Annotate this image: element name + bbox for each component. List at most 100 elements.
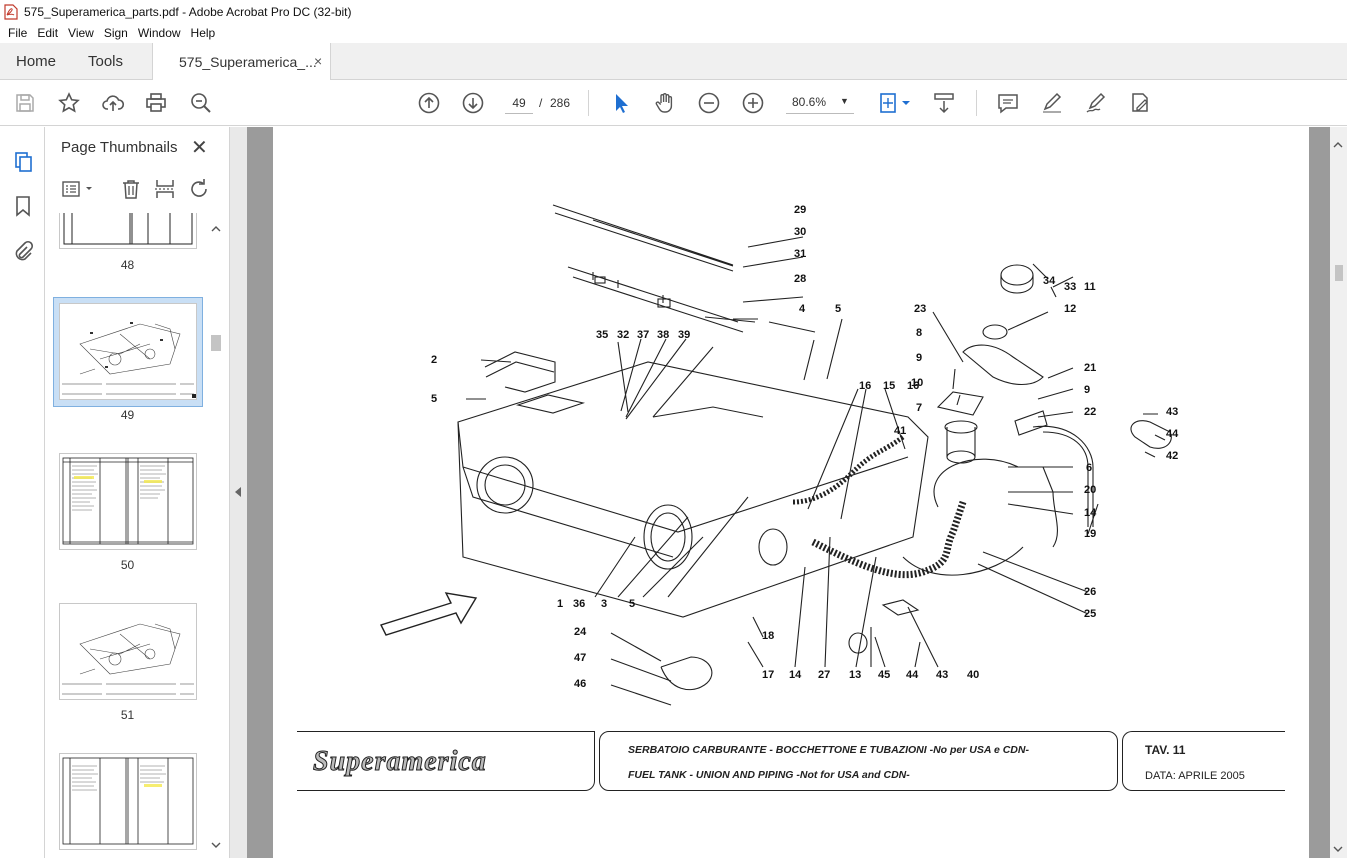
callout-label: 5 <box>835 303 842 315</box>
edit-export-icon[interactable] <box>1128 91 1152 115</box>
menu-sign[interactable]: Sign <box>103 26 128 40</box>
extract-page-icon[interactable] <box>153 177 177 201</box>
zoom-search-icon[interactable] <box>189 91 213 115</box>
menu-view[interactable]: View <box>68 26 94 40</box>
fit-dropdown-icon[interactable] <box>900 91 912 115</box>
callout-label: 8 <box>916 327 923 339</box>
callout-label: 9 <box>1084 384 1091 396</box>
callout-label: 46 <box>574 678 587 690</box>
callout-label: 30 <box>794 226 807 238</box>
callout-label: 26 <box>1084 586 1097 598</box>
menu-window[interactable]: Window <box>137 26 181 40</box>
thumbnail-label: 50 <box>120 558 135 572</box>
print-icon[interactable] <box>144 91 168 115</box>
menu-bar: File Edit View Sign Window Help <box>0 23 1347 43</box>
superamerica-logo: Superamerica <box>313 746 487 778</box>
thumbnail-label: 51 <box>120 708 135 722</box>
thumbnail-image <box>62 322 196 398</box>
panel-collapse-handle[interactable] <box>230 127 247 858</box>
thumbnail-page-49[interactable] <box>59 303 197 400</box>
callout-label: 27 <box>818 669 831 681</box>
title-block-description-cell: SERBATOIO CARBURANTE - BOCCHETTONE E TUB… <box>599 731 1118 791</box>
svg-text:Superamerica: Superamerica <box>313 746 487 777</box>
callout-label: 22 <box>1084 406 1097 418</box>
callout-label: 12 <box>1064 303 1077 315</box>
callout-label: 16 <box>859 380 872 392</box>
sign-icon[interactable] <box>1084 91 1108 115</box>
callout-label: 39 <box>678 329 691 341</box>
page-thumbnails-icon[interactable] <box>11 149 35 173</box>
description-english: FUEL TANK - UNION AND PIPING -Not for US… <box>628 769 910 781</box>
pen-icon[interactable] <box>1040 91 1064 115</box>
thumbnail-options-icon[interactable] <box>61 177 95 201</box>
collapse-arrow-icon <box>235 487 241 497</box>
chevron-down-icon: ▼ <box>840 96 849 106</box>
delete-page-icon[interactable] <box>119 177 143 201</box>
menu-help[interactable]: Help <box>190 26 216 40</box>
callout-label: 21 <box>1084 362 1097 374</box>
thumbnail-page-50[interactable] <box>59 453 197 550</box>
save-icon[interactable] <box>13 91 37 115</box>
tab-document-label: 575_Superamerica_... <box>179 54 317 70</box>
tab-home[interactable]: Home <box>16 53 57 70</box>
upload-icon[interactable] <box>101 91 125 115</box>
menu-edit[interactable]: Edit <box>37 26 59 40</box>
zoom-out-icon[interactable] <box>697 91 721 115</box>
callout-label: 28 <box>794 273 807 285</box>
thumbnail-page-51[interactable] <box>59 603 197 700</box>
thumbnail-page-48[interactable] <box>59 213 197 249</box>
zoom-select[interactable]: 80.6% ▼ <box>786 92 854 114</box>
parts-exploded-diagram <box>380 204 1172 706</box>
table-number: TAV. 11 <box>1145 743 1186 757</box>
thumbnail-page-52[interactable] <box>59 753 197 850</box>
hand-icon[interactable] <box>653 91 677 115</box>
scroll-up-icon <box>1333 142 1343 148</box>
menu-file[interactable]: File <box>8 26 28 40</box>
callout-label: 42 <box>1166 450 1179 462</box>
scroll-mode-icon[interactable] <box>932 91 956 115</box>
scroll-thumb <box>1335 265 1343 281</box>
thumbnail-scrollbar[interactable] <box>208 213 224 853</box>
tab-tools[interactable]: Tools <box>88 53 124 70</box>
document-scrollbar[interactable] <box>1330 127 1347 858</box>
panel-title: Page Thumbnails <box>61 139 178 156</box>
thumbnail-label: 48 <box>120 258 135 272</box>
page-number-input[interactable] <box>505 92 533 114</box>
callout-label: 19 <box>1084 528 1097 540</box>
select-arrow-icon[interactable] <box>609 91 633 115</box>
rotate-icon[interactable] <box>187 177 211 201</box>
callout-label: 13 <box>849 669 862 681</box>
page-up-icon[interactable] <box>417 91 441 115</box>
comment-icon[interactable] <box>996 91 1020 115</box>
zoom-in-icon[interactable] <box>741 91 765 115</box>
star-icon[interactable] <box>57 91 81 115</box>
callout-label: 25 <box>1084 608 1097 620</box>
callout-label: 1 <box>557 598 564 610</box>
tab-close-icon[interactable]: × <box>314 53 323 69</box>
thumbnail-label: 49 <box>120 408 135 422</box>
callout-label: 32 <box>617 329 630 341</box>
toolbar-divider <box>588 90 589 116</box>
scroll-down-icon <box>211 842 221 848</box>
tab-document[interactable]: 575_Superamerica_... × <box>152 43 331 81</box>
fit-page-icon[interactable] <box>876 91 900 115</box>
callout-label: 11 <box>1084 281 1096 293</box>
document-viewport[interactable]: 29 30 31 28 4 5 34 33 11 12 23 8 9 10 7 … <box>247 127 1330 858</box>
attachment-icon[interactable] <box>11 240 35 264</box>
callout-label: 36 <box>573 598 586 610</box>
callout-label: 10 <box>911 377 924 389</box>
page-down-icon[interactable] <box>461 91 485 115</box>
toolbar-divider <box>976 90 977 116</box>
scroll-up-icon <box>211 226 221 232</box>
callout-label: 9 <box>916 352 923 364</box>
callout-label: 41 <box>894 425 907 437</box>
callout-label: 38 <box>657 329 670 341</box>
page-thumbnails-panel: Page Thumbnails ✕ 48 <box>45 127 230 858</box>
callout-label: 44 <box>1166 428 1179 440</box>
bookmark-icon[interactable] <box>11 194 35 218</box>
callout-label: 31 <box>794 248 807 260</box>
thumbnail-image <box>62 757 194 845</box>
callout-label: 37 <box>637 329 650 341</box>
main-toolbar <box>0 80 1347 126</box>
panel-close-icon[interactable]: ✕ <box>191 137 208 159</box>
